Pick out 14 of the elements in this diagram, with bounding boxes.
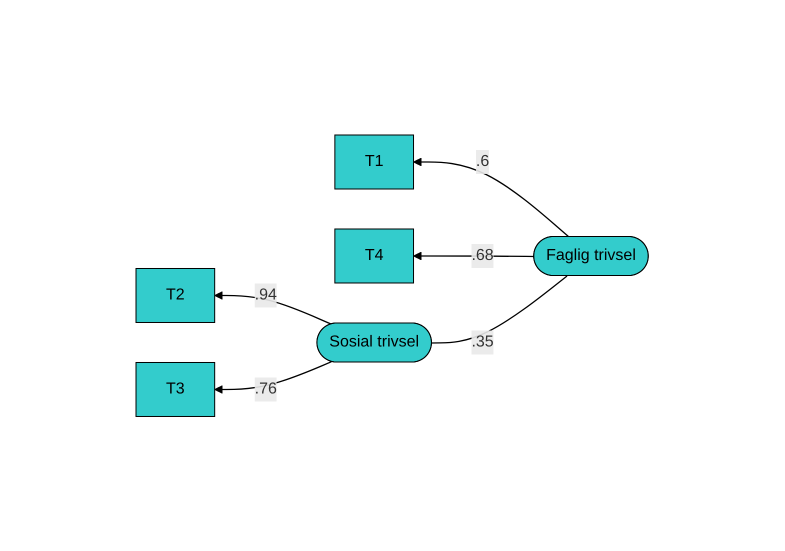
edge-label: .6 [476, 152, 490, 170]
arrow [214, 290, 332, 325]
node-box: T4 [334, 228, 414, 284]
connector [432, 275, 568, 344]
node-box: T1 [334, 134, 414, 190]
node-box: T3 [136, 362, 216, 417]
arrow [214, 360, 332, 394]
arrow [414, 157, 570, 238]
edge-label: .76 [255, 380, 278, 398]
edge-label: .94 [255, 286, 278, 304]
arrow [414, 251, 535, 260]
edge-label: .68 [472, 246, 494, 264]
edge-label: .35 [472, 333, 494, 350]
node-box: T2 [136, 268, 216, 323]
